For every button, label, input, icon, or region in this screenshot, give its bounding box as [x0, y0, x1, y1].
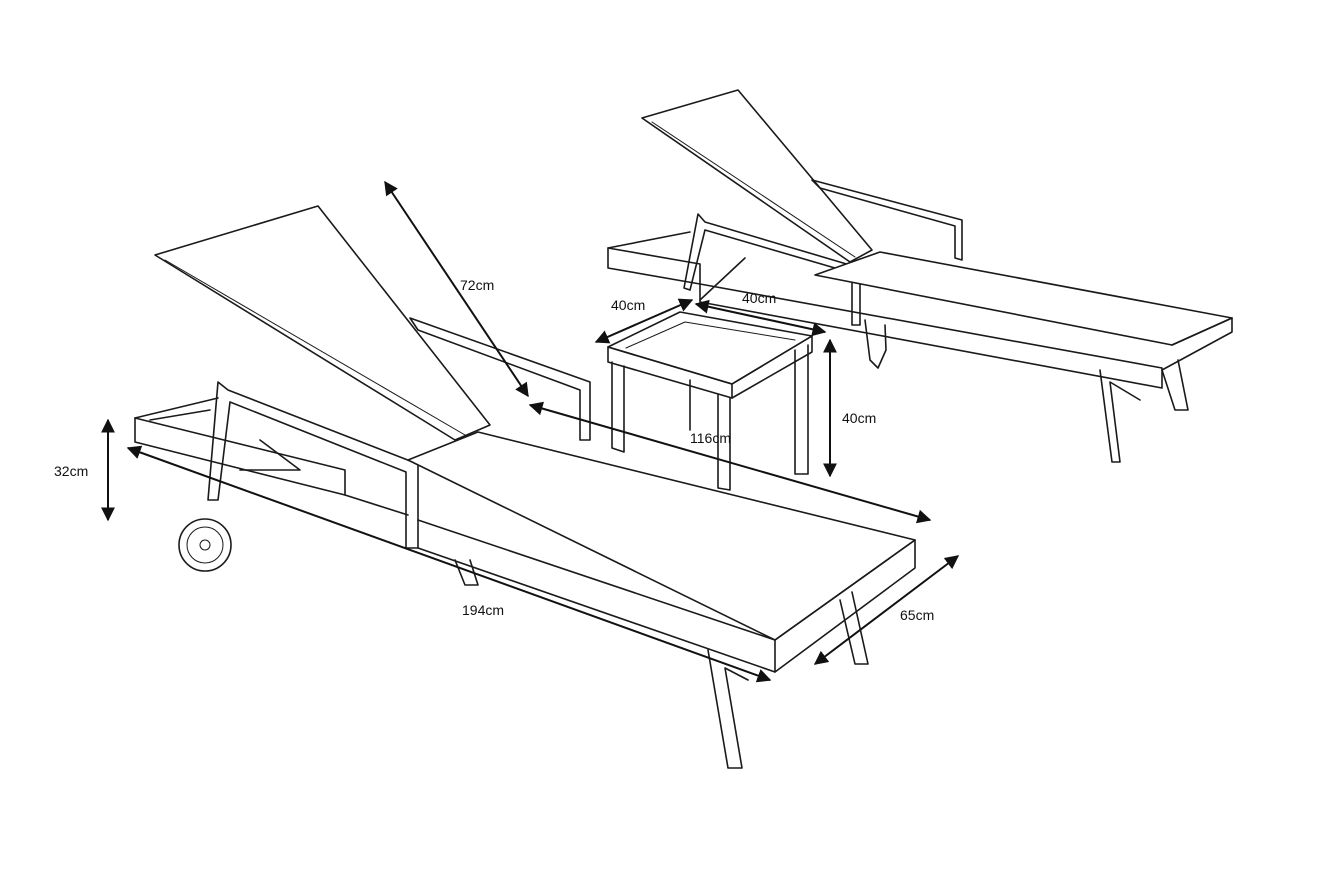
back-lounger-seat	[814, 251, 1233, 346]
back-lounger-backrest	[641, 89, 873, 263]
table-depth-label: 40cm	[611, 297, 645, 313]
total-width-label: 65cm	[900, 607, 934, 623]
backrest-length-label: 72cm	[460, 277, 494, 293]
table-width-arrow	[694, 299, 827, 337]
frame-height-label: 32cm	[54, 463, 88, 479]
dimension-labels: 72cm 40cm 40cm 40cm 116cm 32cm 194cm 65c…	[54, 277, 934, 623]
dimension-lines	[101, 180, 960, 683]
total-width-arrow	[813, 555, 960, 665]
side-table	[607, 311, 813, 491]
table-height-label: 40cm	[842, 410, 876, 426]
table-depth-arrow	[594, 298, 694, 344]
front-sun-lounger	[134, 205, 916, 769]
total-length-arrow	[126, 445, 772, 683]
backrest-length-arrow	[384, 180, 529, 398]
table-width-label: 40cm	[742, 290, 776, 306]
seat-length-label: 116cm	[690, 430, 731, 446]
front-lounger-backrest	[154, 205, 491, 441]
total-length-label: 194cm	[462, 602, 504, 618]
back-sun-lounger	[607, 89, 1233, 463]
